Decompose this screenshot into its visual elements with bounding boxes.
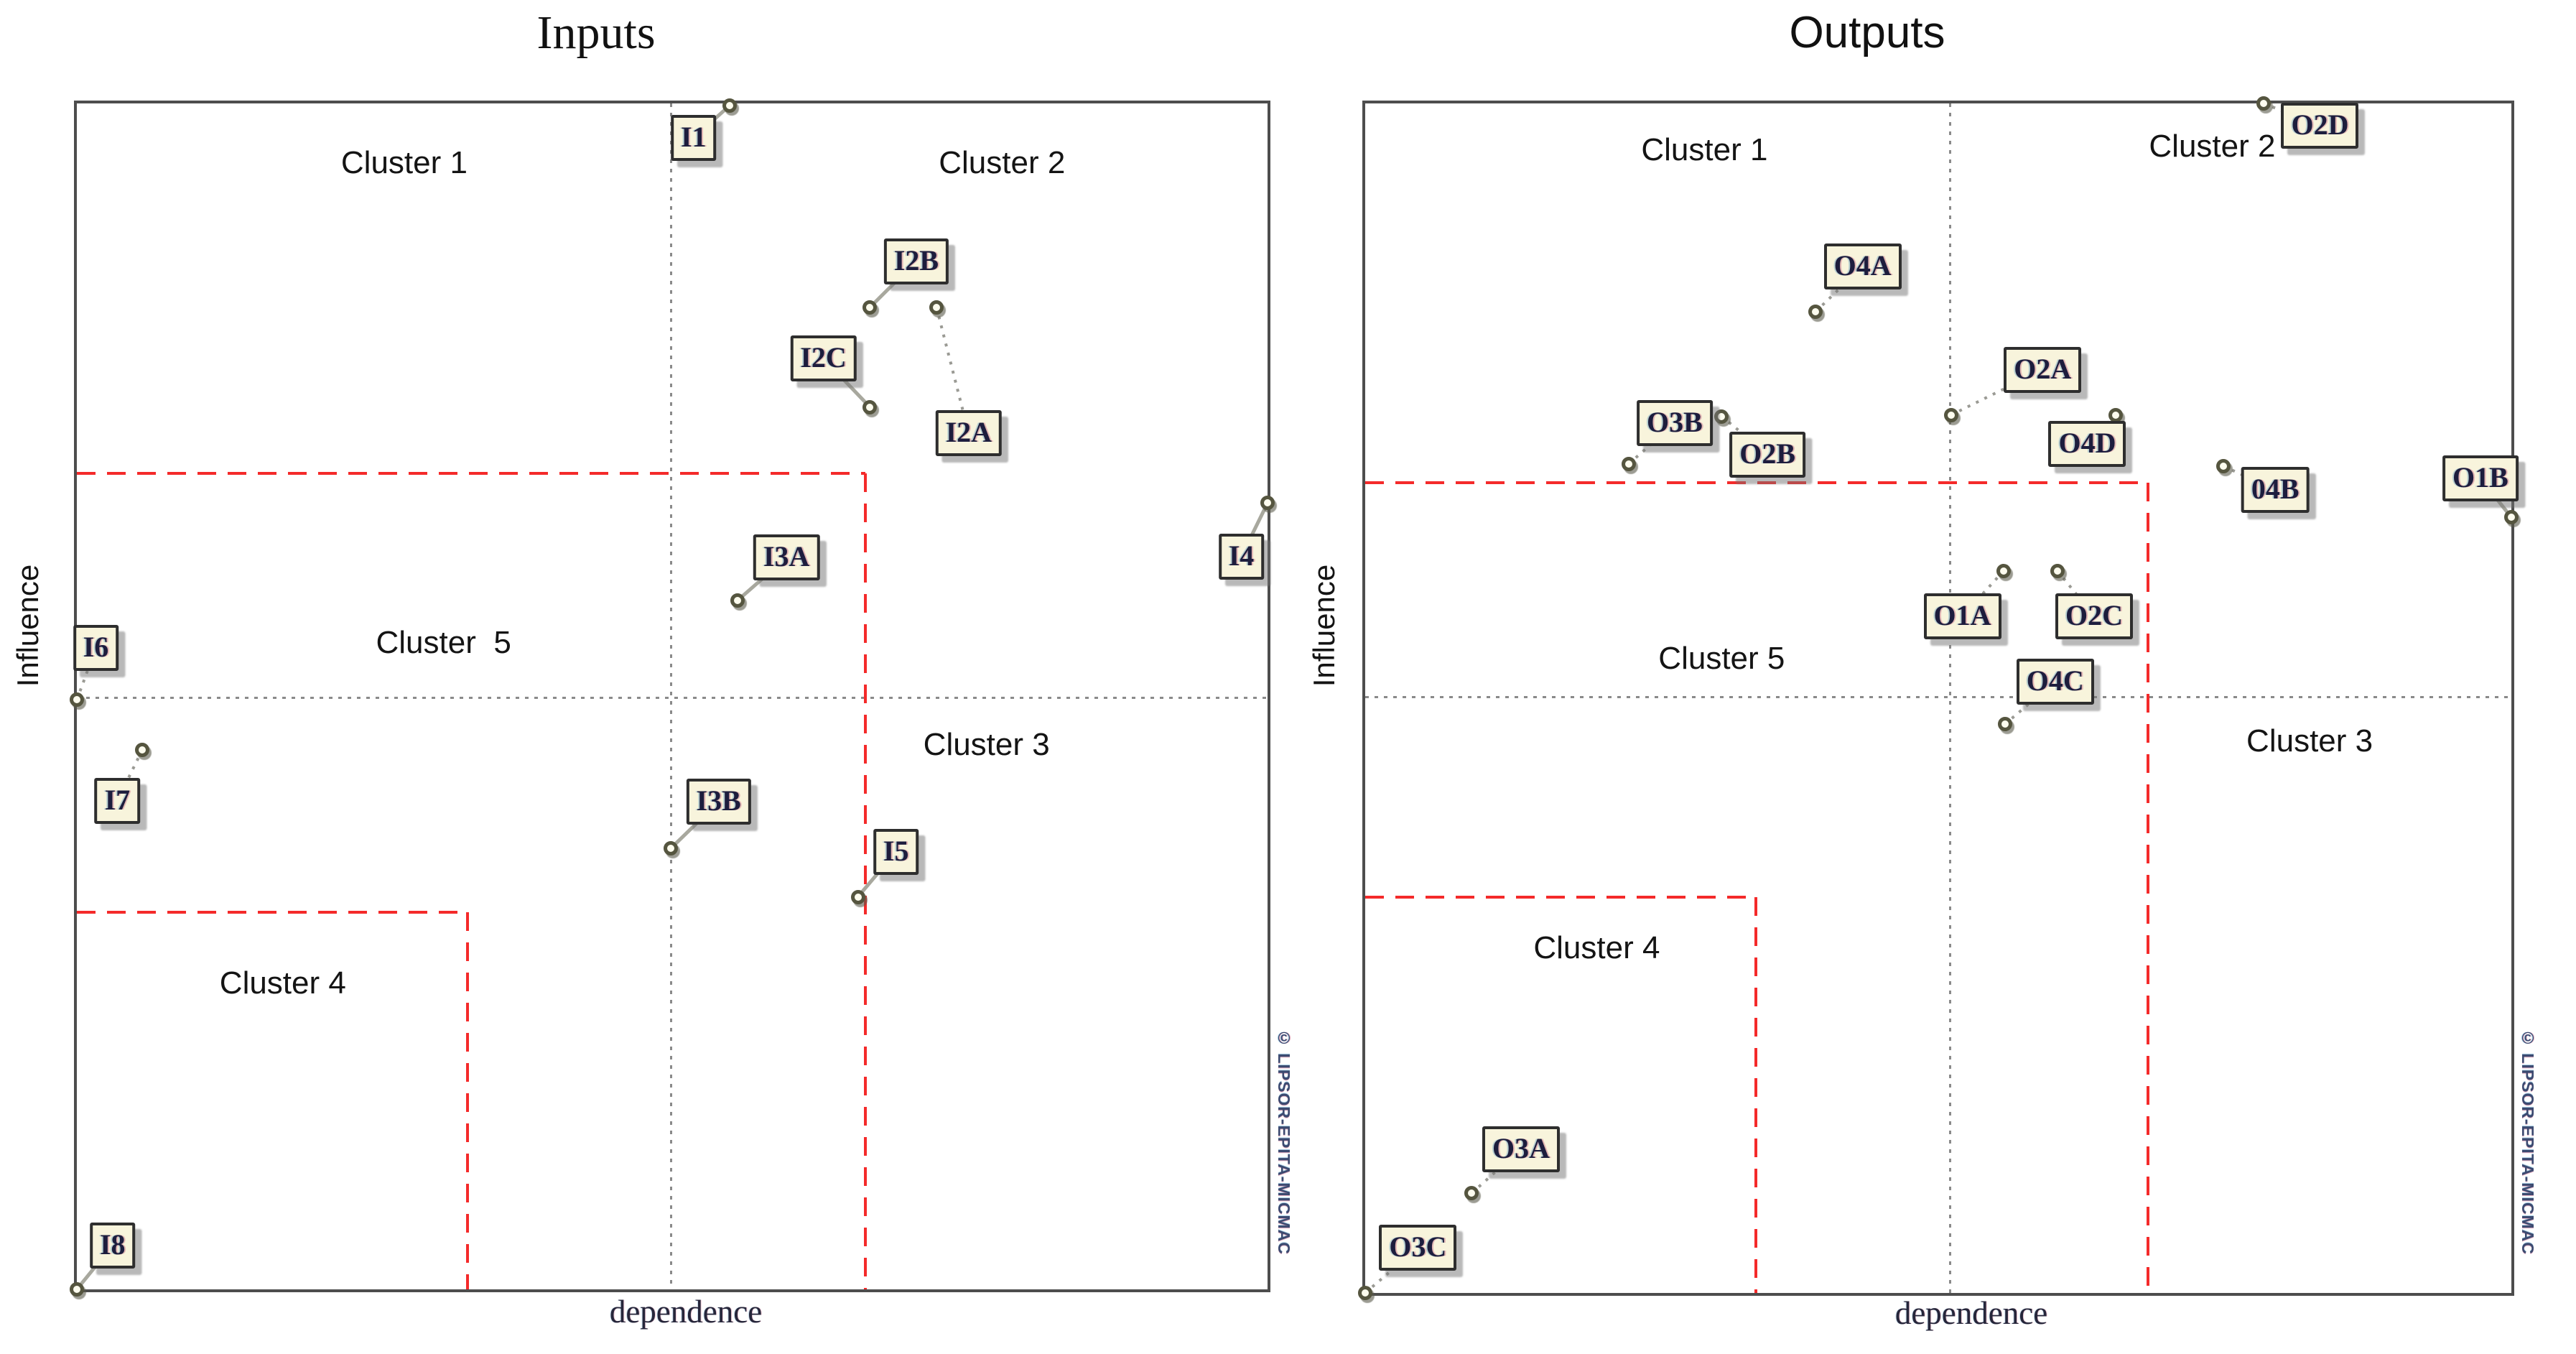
outputs-point-o4c (1997, 717, 2012, 732)
outputs-connector-o4c (2004, 680, 2057, 725)
outputs-zone-label-cluster-4: Cluster 4 (1533, 929, 1660, 965)
outputs-cluster4-boundary-horizontal (1365, 895, 1757, 899)
inputs-zone-label-cluster-1: Cluster 1 (340, 144, 468, 180)
outputs-zone-label-cluster-1: Cluster 1 (1641, 131, 1768, 167)
outputs-cluster5-boundary-horizontal (1365, 481, 2149, 485)
inputs-point-label-i2a: I2A (935, 409, 1003, 456)
outputs-x-axis-label: dependence (1894, 1295, 2048, 1331)
inputs-point-i3a (730, 593, 745, 608)
outputs-zone-label-cluster-5: Cluster 5 (1658, 641, 1785, 677)
outputs-point-label-o2b: O2B (1729, 431, 1806, 478)
outputs-point-04b (2216, 459, 2231, 474)
outputs-point-label-o3c: O3C (1379, 1225, 1457, 1271)
inputs-point-i8 (70, 1282, 84, 1297)
outputs-point-o2b (1714, 409, 1729, 424)
inputs-point-i5 (850, 889, 865, 904)
inputs-watermark: © LIPSOR-EPITA-MICMAC (1275, 1029, 1293, 1255)
inputs-chart-title: Inputs (536, 6, 656, 59)
outputs-connector-o4a (1814, 265, 1864, 313)
inputs-vertical-midline (670, 103, 673, 1289)
outputs-horizontal-midline (1365, 696, 2511, 699)
outputs-point-o2d (2256, 96, 2272, 111)
inputs-zone-label-cluster-2: Cluster 2 (939, 144, 1066, 180)
inputs-point-i1 (722, 98, 737, 113)
outputs-y-axis-label: Influence (1307, 564, 1341, 687)
outputs-point-o4d (2108, 407, 2124, 422)
inputs-point-i7 (135, 742, 150, 757)
outputs-point-label-o4a: O4A (1823, 243, 1902, 289)
outputs-point-o3c (1358, 1286, 1372, 1300)
inputs-point-i2a (929, 300, 944, 315)
outputs-connector-layer (1365, 103, 2511, 1293)
outputs-point-label-o2a: O2A (2004, 346, 2082, 393)
inputs-x-axis-label: dependence (609, 1294, 763, 1330)
inputs-zone-label-cluster-3: Cluster 3 (923, 727, 1050, 763)
outputs-point-label-04b: 04B (2241, 467, 2310, 514)
inputs-cluster4-boundary-vertical (465, 912, 469, 1289)
outputs-point-o2c (2050, 563, 2065, 578)
outputs-point-label-o2c: O2C (2055, 593, 2134, 639)
inputs-y-axis-label: Influence (11, 564, 45, 687)
inputs-point-label-i8: I8 (89, 1222, 136, 1269)
outputs-zone-label-cluster-3: Cluster 3 (2246, 723, 2373, 759)
inputs-plot-area: Cluster 1 Cluster 2 Cluster 5 Cluster 3 Clus… (70, 98, 1275, 1297)
outputs-point-o1a (1996, 563, 2011, 578)
outputs-zone-label-cluster-2: Cluster 2 (2149, 128, 2276, 164)
outputs-chart-title: Outputs (1789, 8, 1945, 57)
outputs-point-label-o2d: O2D (2281, 103, 2359, 149)
inputs-point-i3b (664, 840, 679, 855)
outputs-point-o3a (1464, 1185, 1479, 1200)
outputs-point-label-o1b: O1B (2442, 455, 2519, 501)
outputs-connector-o3a (1471, 1148, 1522, 1195)
outputs-plot-area: Cluster 1 Cluster 2 Cluster 5 Cluster 3 Clus… (1358, 96, 2519, 1300)
inputs-zone-label-cluster-5: Cluster 5 (376, 625, 511, 661)
inputs-point-label-i5: I5 (873, 828, 919, 875)
inputs-connector-layer (77, 104, 1268, 1289)
inputs-point-label-i4: I4 (1218, 533, 1265, 580)
inputs-point-label-i2b: I2B (883, 238, 949, 284)
outputs-point-o2a (1943, 407, 1958, 422)
inputs-point-label-i3a: I3A (753, 534, 820, 581)
inputs-zone-label-cluster-4: Cluster 4 (219, 965, 346, 1001)
outputs-point-label-o3a: O3A (1482, 1126, 1561, 1172)
outputs-watermark: © LIPSOR-EPITA-MICMAC (2519, 1029, 2537, 1255)
inputs-horizontal-midline (77, 697, 1268, 700)
inputs-point-i2b (862, 300, 878, 315)
inputs-point-label-i2c: I2C (790, 335, 857, 381)
outputs-cluster5-boundary-vertical (2147, 483, 2150, 1293)
inputs-point-label-i7: I7 (94, 777, 141, 824)
outputs-point-label-o4c: O4C (2016, 658, 2094, 705)
outputs-point-label-o3b: O3B (1637, 400, 1713, 447)
outputs-point-label-o4d: O4D (2048, 420, 2126, 467)
outputs-point-o1b (2504, 510, 2519, 525)
inputs-point-i4 (1260, 496, 1275, 511)
outputs-cluster4-boundary-vertical (1754, 896, 1758, 1293)
outputs-point-label-o1a: O1A (1923, 593, 2001, 639)
outputs-point-o3b (1622, 456, 1637, 471)
inputs-point-label-i6: I6 (73, 624, 119, 671)
inputs-cluster4-boundary-horizontal (77, 910, 468, 914)
inputs-cluster5-boundary-horizontal (77, 472, 865, 476)
inputs-point-label-i3b: I3B (686, 779, 751, 825)
inputs-cluster5-boundary-vertical (863, 473, 867, 1289)
inputs-point-i6 (70, 692, 84, 708)
inputs-point-i2c (862, 399, 878, 414)
outputs-point-o4a (1808, 304, 1823, 319)
inputs-point-label-i1: I1 (671, 114, 717, 161)
